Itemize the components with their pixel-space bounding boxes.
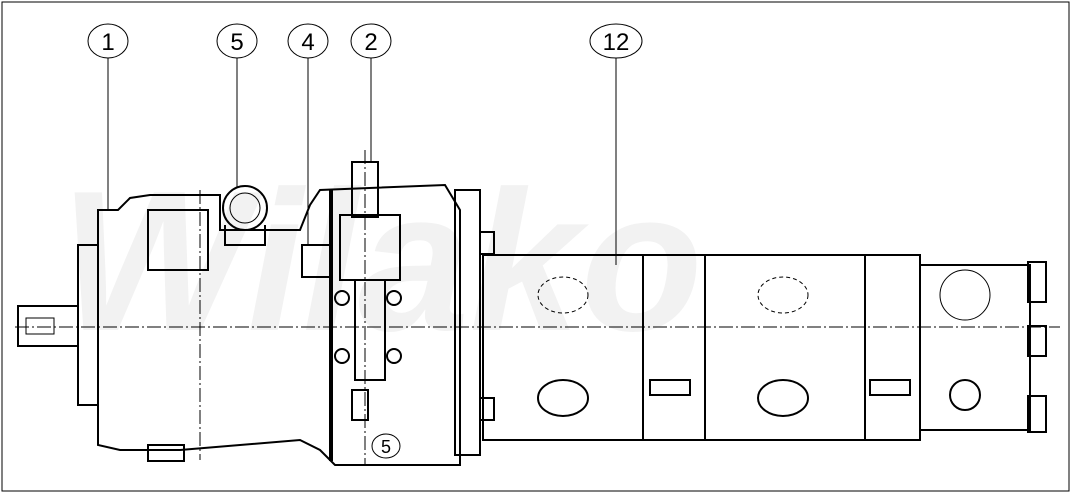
- svg-text:4: 4: [301, 29, 314, 56]
- callout-4: 4: [287, 23, 329, 59]
- svg-text:2: 2: [364, 29, 377, 56]
- svg-text:12: 12: [603, 29, 630, 56]
- svg-text:1: 1: [101, 29, 114, 56]
- watermark: Wilako: [60, 150, 703, 373]
- inline-callout-5: 5: [371, 433, 401, 459]
- gear-pump-stack: [482, 254, 1047, 441]
- callout-2: 2: [350, 23, 392, 59]
- svg-text:5: 5: [230, 29, 243, 56]
- main-pump-body: [97, 150, 495, 466]
- callout-12: 12: [589, 23, 643, 59]
- svg-text:5: 5: [381, 437, 391, 457]
- leader-lines: [107, 58, 617, 265]
- callout-1: 1: [87, 23, 129, 59]
- callout-5: 5: [216, 23, 258, 59]
